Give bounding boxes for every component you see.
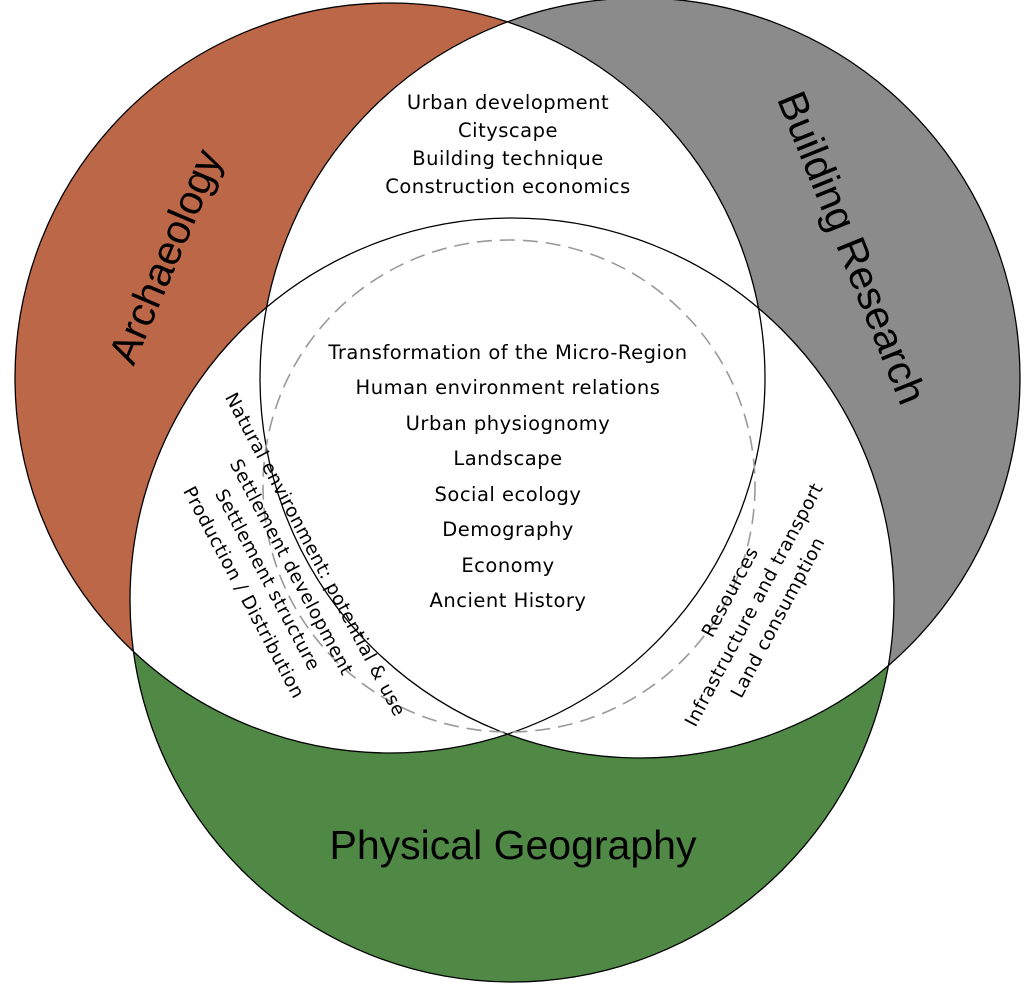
overlap-top-item: Urban development: [407, 91, 609, 114]
center-item: Economy: [461, 554, 554, 577]
center-item: Demography: [442, 518, 574, 541]
overlap-top-item: Construction economics: [385, 175, 631, 198]
overlap-top-item: Cityscape: [458, 119, 558, 142]
center-item: Transformation of the Micro-Region: [327, 341, 687, 364]
physical-geography-title: Physical Geography: [330, 822, 697, 868]
center-item: Ancient History: [430, 589, 587, 612]
overlap-top-text: Urban development Cityscape Building tec…: [385, 91, 631, 198]
center-item: Social ecology: [435, 483, 582, 506]
center-text: Transformation of the Micro-Region Human…: [327, 341, 687, 612]
overlap-building-geography: [260, 218, 894, 758]
physical-geography-outline: [129, 217, 895, 983]
building-research-outline: [259, 0, 1021, 759]
center-item: Human environment relations: [356, 376, 661, 399]
overlap-top-item: Building technique: [412, 147, 604, 170]
archaeology-outline: [14, 2, 766, 754]
center-item: Urban physiognomy: [406, 412, 611, 435]
center-dashed-circle: [262, 239, 756, 733]
center-item: Landscape: [453, 447, 562, 470]
